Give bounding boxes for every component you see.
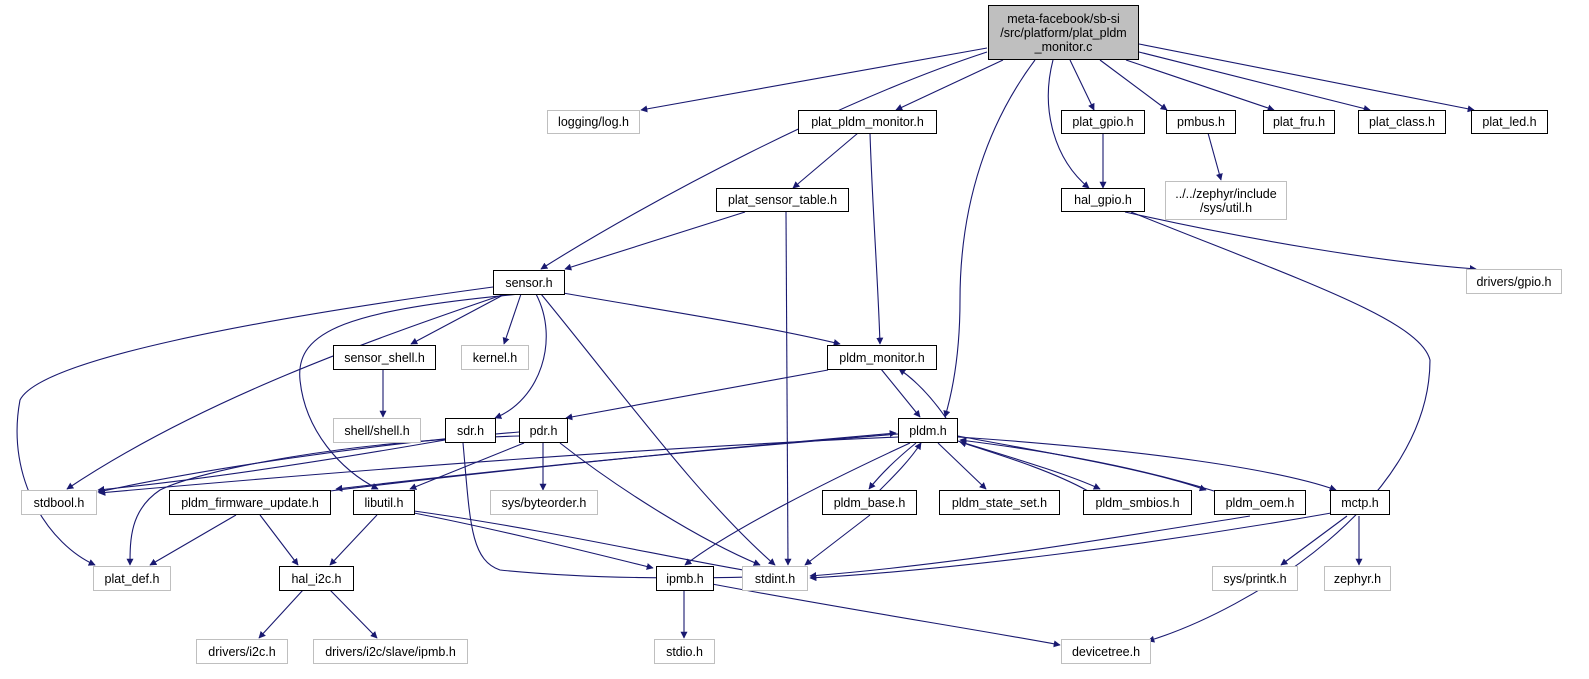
node-sensor[interactable]: sensor.h (493, 270, 565, 295)
edge-hal-i2c-drivers-i2c-slave-ipmb (329, 589, 378, 639)
edge-sensor-plat-def (16, 286, 494, 566)
edge-root-sensor (540, 51, 988, 270)
edge-sensor-sdr (494, 293, 547, 419)
edge-pldm-base-pldm (878, 442, 922, 492)
node-plat-fru[interactable]: plat_fru.h (1263, 110, 1335, 134)
edge-hal-gpio-drivers-gpio (1124, 211, 1477, 273)
edge-pldm-monitor-pdr (565, 369, 829, 421)
node-mctp[interactable]: mctp.h (1330, 490, 1390, 515)
node-plat-def: plat_def.h (93, 566, 171, 591)
edge-libutil-ipmb (413, 512, 654, 570)
edge-libutil-hal-i2c (329, 514, 378, 566)
edge-sensor-stdbool (66, 293, 506, 490)
edge-pldm-smbios-pldm (959, 440, 1089, 492)
edge-root-plat-led (1138, 43, 1475, 113)
edge-plat-pldm-monitor-pldm-monitor (869, 132, 884, 345)
node-hal-i2c[interactable]: hal_i2c.h (279, 566, 354, 591)
node-pmbus[interactable]: pmbus.h (1166, 110, 1236, 134)
node-libutil[interactable]: libutil.h (353, 490, 415, 515)
edge-root-logging-log (640, 47, 988, 113)
node-stdint: stdint.h (742, 566, 808, 591)
node-sdr[interactable]: sdr.h (445, 418, 496, 443)
node-zephyr: zephyr.h (1324, 566, 1391, 591)
node-plat-class[interactable]: plat_class.h (1358, 110, 1446, 134)
node-plat-led[interactable]: plat_led.h (1471, 110, 1548, 134)
node-plat-sensor-table[interactable]: plat_sensor_table.h (716, 188, 849, 212)
edge-pldm-pldm-base (868, 442, 917, 490)
edge-pldm-monitor-pldm (880, 368, 921, 418)
edge-mctp-stdint (809, 511, 1338, 582)
edge-libutil-stdint (413, 510, 756, 575)
node-sys-printk: sys/printk.h (1212, 566, 1298, 591)
edge-pldm-firmware-update-pldm (329, 430, 897, 492)
edge-pldm-pldm-monitor (898, 368, 947, 419)
edge-pmbus-zephyr-util (1207, 132, 1223, 181)
edge-root-plat-pldm-monitor (895, 59, 1004, 111)
node-pldm-base[interactable]: pldm_base.h (822, 490, 917, 515)
node-kernel: kernel.h (461, 345, 529, 370)
edge-pldm-stdbool (98, 436, 899, 496)
edge-pldm-pldm-smbios (957, 440, 1101, 490)
node-pldm-monitor[interactable]: pldm_monitor.h (827, 345, 937, 370)
node-plat-gpio[interactable]: plat_gpio.h (1061, 110, 1145, 134)
node-drivers-i2c: drivers/i2c.h (196, 639, 288, 664)
node-root-file[interactable]: meta-facebook/sb-si /src/platform/plat_p… (988, 5, 1139, 60)
node-sys-byteorder: sys/byteorder.h (490, 490, 598, 515)
node-sensor-shell[interactable]: sensor_shell.h (333, 345, 436, 370)
edge-root-pmbus (1099, 59, 1168, 111)
edge-sensor-stdint (540, 293, 776, 566)
node-pldm[interactable]: pldm.h (898, 418, 958, 443)
edge-root-pldm (943, 59, 1036, 418)
edge-pdr-libutil (409, 442, 525, 490)
edge-root-plat-gpio (1069, 59, 1095, 111)
edge-pldm-mctp (957, 436, 1337, 492)
node-pldm-oem[interactable]: pldm_oem.h (1214, 490, 1306, 515)
edge-plat-sensor-table-sensor (564, 211, 746, 271)
edge-plat-pldm-monitor-plat-sensor-table (792, 132, 859, 189)
node-ipmb[interactable]: ipmb.h (656, 566, 714, 591)
node-plat-pldm-monitor[interactable]: plat_pldm_monitor.h (798, 110, 937, 134)
node-zephyr-util: ../../zephyr/include /sys/util.h (1165, 181, 1287, 220)
node-hal-gpio[interactable]: hal_gpio.h (1061, 188, 1145, 212)
edge-hal-gpio-devicetree (1130, 211, 1431, 643)
edge-sensor-pldm-monitor (562, 292, 841, 346)
edge-pldm-oem-stdint (809, 515, 1251, 579)
edge-pldm-oem-pldm (959, 437, 1215, 492)
node-logging-log: logging/log.h (547, 110, 640, 134)
node-shell-shell: shell/shell.h (333, 418, 421, 443)
edge-mctp-sys-printk (1280, 515, 1348, 566)
edge-sensor-libutil (299, 293, 521, 490)
edge-sdr-stdbool (97, 439, 446, 493)
edge-root-plat-fru (1125, 59, 1275, 112)
edge-plat-sensor-table-stdint (784, 211, 792, 566)
edge-root-plat-class (1138, 51, 1371, 112)
node-devicetree: devicetree.h (1061, 639, 1151, 664)
edge-pdr-stdint (559, 442, 761, 566)
node-pdr[interactable]: pdr.h (519, 418, 568, 443)
node-drivers-gpio: drivers/gpio.h (1466, 269, 1562, 294)
edge-sensor-sensor-shell (410, 293, 506, 345)
edge-pldm-pldm-state-set (937, 442, 987, 490)
edge-hal-i2c-drivers-i2c (258, 589, 304, 639)
edge-pldm-firmware-update-plat-def (149, 514, 237, 566)
edge-pldm-base-stdint (804, 514, 871, 566)
edge-pldm-ipmb (684, 442, 911, 566)
edge-sensor-kernel (502, 293, 522, 345)
node-pldm-smbios[interactable]: pldm_smbios.h (1083, 490, 1192, 515)
edge-root-hal-gpio (1047, 59, 1090, 189)
edge-pldm-firmware-update-hal-i2c (259, 514, 299, 566)
node-drivers-i2c-slave-ipmb: drivers/i2c/slave/ipmb.h (313, 639, 468, 664)
node-pldm-firmware-update[interactable]: pldm_firmware_update.h (169, 490, 331, 515)
node-pldm-state-set[interactable]: pldm_state_set.h (939, 490, 1060, 515)
edge-ipmb-devicetree (711, 583, 1061, 648)
node-stdio: stdio.h (654, 639, 715, 664)
node-stdbool: stdbool.h (21, 490, 97, 515)
